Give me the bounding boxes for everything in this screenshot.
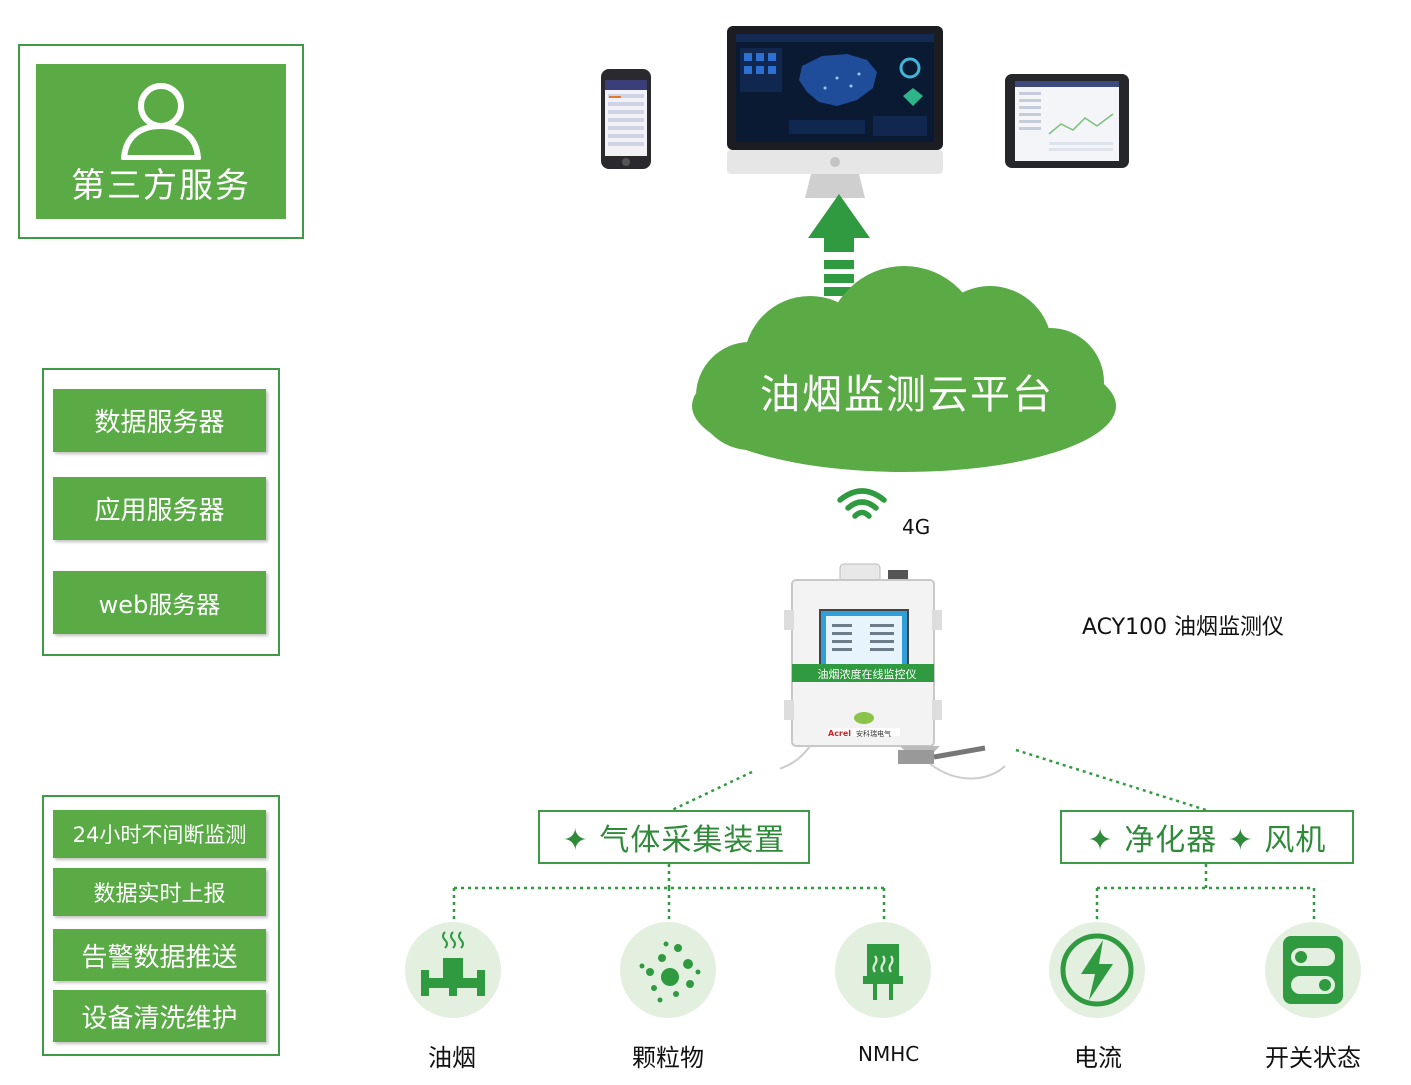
feature-monitoring-label: 24小时不间断监测 bbox=[72, 823, 247, 847]
web-server-label: web服务器 bbox=[98, 591, 221, 619]
monitor-device-image: Acrel 安科瑞电气 bbox=[780, 563, 1006, 780]
nmhc-sensor-icon bbox=[863, 944, 903, 1000]
cloud-platform-icon bbox=[692, 266, 1116, 472]
feature-maintenance-button[interactable]: 设备清洗维护 bbox=[53, 990, 266, 1042]
svg-text:Acrel: Acrel bbox=[828, 729, 851, 738]
nmhc-circle bbox=[835, 922, 931, 1018]
purifier-fan-box: ✦ 净化器 ✦ 风机 bbox=[1060, 810, 1354, 864]
feature-monitoring-button[interactable]: 24小时不间断监测 bbox=[53, 810, 266, 858]
switch-circle bbox=[1265, 922, 1361, 1018]
user-icon bbox=[121, 83, 201, 160]
smartphone-image bbox=[601, 69, 651, 169]
wifi-signal-icon bbox=[837, 488, 887, 519]
feature-alarm-label: 告警数据推送 bbox=[81, 942, 238, 973]
third-party-service-button[interactable]: 第三方服务 bbox=[36, 64, 286, 219]
gas-collection-box: ✦ 气体采集装置 bbox=[538, 810, 810, 864]
svg-text:安科瑞电气: 安科瑞电气 bbox=[856, 729, 891, 738]
sensor-label-particles: 颗粒物 bbox=[632, 1044, 704, 1072]
device-panel-text: 油烟浓度在线监控仪 bbox=[817, 668, 917, 681]
sensor-label-current: 电流 bbox=[1074, 1044, 1122, 1072]
lightning-icon bbox=[1060, 933, 1134, 1007]
desktop-monitor-image bbox=[727, 26, 943, 198]
device-label: ACY100 油烟监测仪 bbox=[1082, 615, 1285, 640]
app-server-button[interactable]: 应用服务器 bbox=[53, 477, 266, 540]
purifier-fan-label: ✦ 净化器 ✦ 风机 bbox=[1087, 823, 1327, 858]
particles-circle bbox=[620, 922, 716, 1018]
web-server-button[interactable]: web服务器 bbox=[53, 571, 266, 634]
tablet-image bbox=[1005, 74, 1129, 168]
network-label: 4G bbox=[902, 515, 931, 539]
switch-status-icon bbox=[1283, 936, 1343, 1004]
particles-icon bbox=[639, 941, 701, 1003]
current-circle bbox=[1049, 922, 1145, 1018]
oil-fume-circle bbox=[405, 922, 501, 1018]
feature-reporting-label: 数据实时上报 bbox=[93, 882, 226, 907]
gas-collection-label: ✦ 气体采集装置 bbox=[562, 823, 786, 858]
oil-fume-pipe-icon bbox=[421, 931, 485, 996]
sensor-label-switch: 开关状态 bbox=[1265, 1044, 1361, 1072]
upload-arrow-icon bbox=[808, 194, 870, 296]
sensor-label-oil-fume: 油烟 bbox=[428, 1044, 476, 1072]
data-server-button[interactable]: 数据服务器 bbox=[53, 389, 266, 452]
third-party-label: 第三方服务 bbox=[71, 166, 251, 206]
sensor-label-nmhc: NMHC bbox=[858, 1042, 920, 1066]
feature-alarm-button[interactable]: 告警数据推送 bbox=[53, 929, 266, 981]
data-server-label: 数据服务器 bbox=[94, 408, 225, 438]
feature-maintenance-label: 设备清洗维护 bbox=[81, 1003, 238, 1034]
feature-reporting-button[interactable]: 数据实时上报 bbox=[53, 868, 266, 916]
cloud-platform-label: 油烟监测云平台 bbox=[760, 372, 1054, 418]
app-server-label: 应用服务器 bbox=[94, 496, 225, 526]
